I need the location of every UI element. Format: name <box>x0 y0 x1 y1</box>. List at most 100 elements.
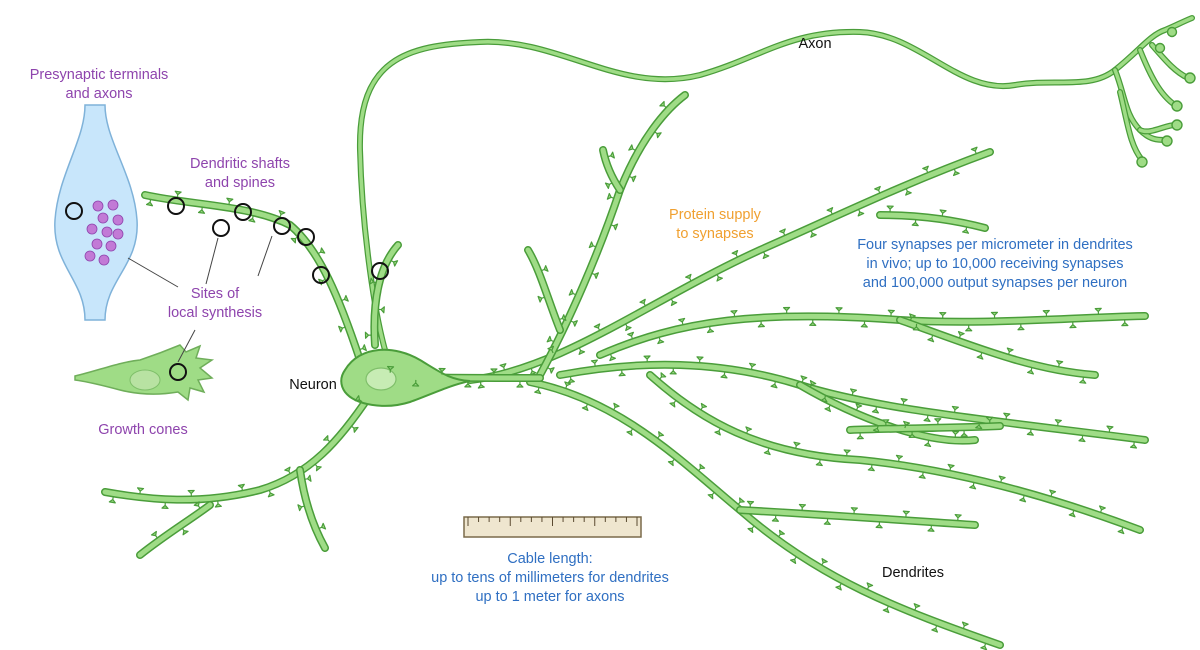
spine <box>151 531 157 538</box>
spine <box>858 209 863 216</box>
spine <box>732 251 737 258</box>
spine <box>836 583 841 590</box>
spine <box>962 622 968 629</box>
presynaptic-label: Presynaptic terminals and axons <box>4 66 194 104</box>
protein-supply-label: Protein supply to synapses <box>655 206 775 244</box>
spine <box>582 404 587 411</box>
spine <box>268 490 274 497</box>
spine <box>351 426 358 432</box>
spine <box>594 324 599 331</box>
spine <box>605 183 612 189</box>
dendritic-shafts-label: Dendritic shafts and spines <box>165 155 315 193</box>
spine <box>1069 510 1075 517</box>
spine <box>627 429 633 436</box>
spine <box>182 528 188 535</box>
spine <box>339 326 346 332</box>
spine <box>610 354 616 361</box>
spine <box>701 403 707 410</box>
spine <box>932 625 938 632</box>
spine <box>629 176 636 181</box>
growth-cone <box>75 345 212 400</box>
spine <box>856 404 862 411</box>
spine <box>391 261 398 267</box>
spine <box>626 324 631 331</box>
sites-of-synthesis-label: Sites of local synthesis <box>145 285 285 323</box>
spine <box>538 296 545 302</box>
spine <box>668 459 674 466</box>
spine <box>611 224 618 230</box>
spine <box>763 252 768 259</box>
spine <box>319 523 326 529</box>
spine <box>977 352 983 359</box>
spine <box>547 336 554 341</box>
spine <box>923 166 929 173</box>
sites-label-line2: local synthesis <box>145 304 285 323</box>
spine <box>592 273 599 279</box>
presynaptic-label-line1: Presynaptic terminals <box>4 66 194 85</box>
dendritic-label-line2: and spines <box>165 174 315 193</box>
spine <box>715 428 720 435</box>
spine <box>654 132 661 138</box>
spine <box>958 332 964 339</box>
presynaptic-label-line2: and axons <box>4 85 194 104</box>
spine <box>324 436 330 442</box>
spine <box>738 498 744 505</box>
spine <box>867 583 872 590</box>
spine <box>928 335 934 342</box>
spine <box>589 242 596 248</box>
spine <box>629 145 636 151</box>
spine <box>541 266 548 272</box>
spine <box>659 373 665 380</box>
spine <box>318 248 325 254</box>
spine <box>291 237 297 243</box>
spine <box>791 557 797 564</box>
spine <box>780 229 785 236</box>
spine <box>1050 490 1056 497</box>
dendrites-label: Dendrites <box>868 564 958 583</box>
spine <box>614 403 620 410</box>
synapses-info-line1: Four synapses per micrometer in dendrite… <box>832 236 1158 255</box>
dendritic-label-line1: Dendritic shafts <box>165 155 315 174</box>
protein-label-line1: Protein supply <box>655 206 775 225</box>
spine <box>660 102 666 108</box>
spine <box>1118 527 1124 534</box>
spine <box>822 559 828 566</box>
spine <box>746 427 752 434</box>
cable-length-line2: up to tens of millimeters for dendrites <box>400 569 700 588</box>
spine <box>875 186 880 193</box>
spine <box>914 604 920 611</box>
spine <box>315 464 321 471</box>
spine <box>825 405 830 412</box>
spine <box>279 211 285 218</box>
protein-label-line2: to synapses <box>655 225 775 244</box>
spine <box>708 492 714 499</box>
spine <box>883 606 889 613</box>
spine <box>547 368 554 373</box>
presynaptic-terminal <box>55 105 137 320</box>
cable-length-label: Cable length: up to tens of millimeters … <box>400 550 700 607</box>
spine <box>342 296 349 302</box>
spine <box>628 332 634 339</box>
spine <box>579 348 584 355</box>
circle-marker-icon <box>213 220 229 236</box>
spine <box>607 194 614 200</box>
spine <box>827 208 832 215</box>
synapses-info-line3: and 100,000 output synapses per neuron <box>832 274 1158 293</box>
neuron-label: Neuron <box>278 376 348 395</box>
spine <box>981 643 987 650</box>
spine <box>717 274 722 281</box>
spine <box>360 345 367 351</box>
ruler-icon <box>464 517 641 537</box>
sites-label-line1: Sites of <box>145 285 285 304</box>
cable-length-line3: up to 1 meter for axons <box>400 588 700 607</box>
spine <box>971 147 977 154</box>
spine <box>571 321 578 326</box>
spine <box>1100 506 1106 513</box>
axon-label: Axon <box>790 35 840 54</box>
spine <box>698 464 704 471</box>
spine <box>670 400 676 407</box>
spine <box>530 368 536 375</box>
spine <box>801 376 807 383</box>
spine <box>569 290 576 295</box>
growth-cones-label: Growth cones <box>68 421 218 440</box>
